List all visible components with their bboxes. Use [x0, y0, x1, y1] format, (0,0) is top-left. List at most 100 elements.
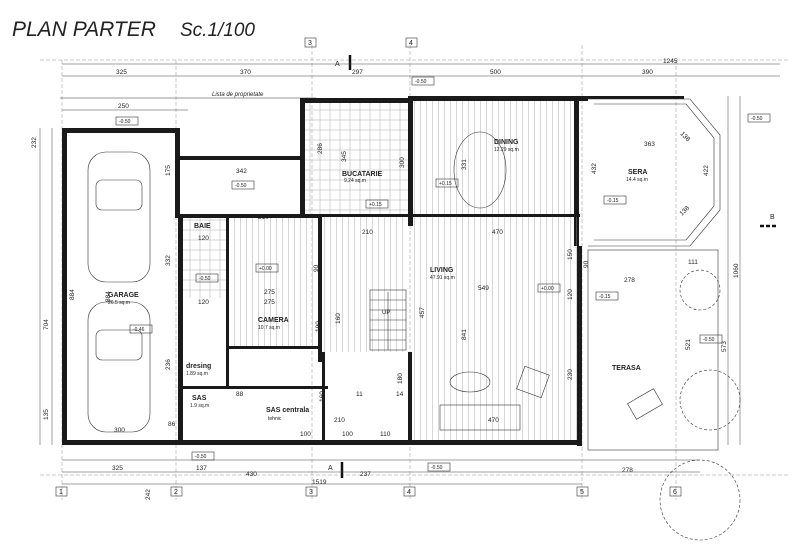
terasa-outline: [587, 249, 719, 451]
svg-text:135: 135: [43, 409, 50, 420]
svg-text:342: 342: [236, 168, 247, 175]
svg-text:120: 120: [567, 289, 574, 300]
svg-text:1245: 1245: [663, 58, 678, 65]
svg-text:6: 6: [673, 489, 677, 496]
svg-text:370: 370: [240, 69, 251, 76]
svg-text:110: 110: [380, 431, 391, 438]
bottom-dimensions: 325 137 430 237 278 1519 242: [62, 459, 700, 500]
svg-text:90: 90: [313, 264, 320, 272]
svg-text:11: 11: [356, 391, 363, 398]
svg-text:26.5 sq.m: 26.5 sq.m: [108, 300, 130, 306]
svg-text:704: 704: [43, 319, 50, 330]
sofa-icon: [439, 404, 521, 431]
car-icon: [87, 301, 151, 433]
svg-text:-0.50: -0.50: [415, 79, 427, 85]
tree-icon: [659, 459, 741, 541]
svg-text:-0.15: -0.15: [607, 198, 619, 204]
svg-text:430: 430: [246, 471, 257, 478]
svg-text:1: 1: [59, 489, 63, 496]
svg-text:325: 325: [116, 69, 127, 76]
svg-text:1.89 sq.m: 1.89 sq.m: [186, 371, 208, 377]
svg-text:4: 4: [409, 40, 413, 47]
svg-text:363: 363: [644, 141, 655, 148]
car-icon: [87, 151, 151, 283]
tree-icon: [679, 269, 721, 311]
svg-text:232: 232: [31, 137, 38, 148]
svg-text:2: 2: [174, 489, 178, 496]
svg-text:884: 884: [105, 291, 112, 302]
armchair-icon: [516, 365, 550, 399]
hall-floor: [324, 217, 408, 352]
svg-text:120: 120: [198, 235, 209, 242]
svg-text:180: 180: [397, 373, 404, 384]
svg-text:297: 297: [352, 69, 363, 76]
sera-bay-outline: [588, 98, 721, 247]
bench-icon: [627, 388, 663, 420]
svg-text:331: 331: [461, 159, 468, 170]
svg-text:175: 175: [165, 165, 172, 176]
svg-text:5: 5: [580, 489, 584, 496]
svg-text:345: 345: [341, 151, 348, 162]
svg-text:tehnic: tehnic: [268, 416, 282, 422]
svg-text:422: 422: [703, 165, 710, 176]
svg-text:286: 286: [317, 143, 324, 154]
svg-text:1060: 1060: [733, 263, 740, 278]
svg-text:573: 573: [721, 341, 728, 352]
room-sas-centrala: SAS centrala: [266, 407, 309, 414]
walls: [62, 96, 684, 446]
svg-text:275: 275: [264, 289, 275, 296]
svg-text:138: 138: [679, 130, 692, 143]
svg-text:100: 100: [342, 431, 353, 438]
svg-text:111: 111: [688, 259, 698, 266]
svg-text:275: 275: [264, 299, 275, 306]
svg-text:137: 137: [196, 465, 207, 472]
svg-text:250: 250: [118, 103, 129, 110]
svg-text:9.24 sq.m: 9.24 sq.m: [344, 178, 366, 184]
section-b: B: [770, 214, 775, 221]
svg-text:-0.50: -0.50: [199, 276, 211, 282]
svg-text:+0.15: +0.15: [439, 181, 452, 187]
room-sas: SAS: [192, 395, 207, 402]
room-baie: BAIE: [194, 223, 211, 230]
svg-text:470: 470: [492, 229, 503, 236]
room-dressing: dresing: [186, 363, 211, 370]
level-markers: -0.50 -0.50 -0.50 -0.50 +0.00 +0.15 +0.1…: [115, 76, 771, 472]
svg-text:300: 300: [114, 427, 125, 434]
svg-text:549: 549: [478, 285, 489, 292]
svg-text:3: 3: [308, 40, 312, 47]
svg-text:120: 120: [198, 299, 209, 306]
svg-text:160: 160: [319, 391, 326, 402]
property-line-label: Lista de proprietate: [212, 92, 264, 98]
svg-text:-0.50: -0.50: [703, 337, 715, 343]
kitchen-floor: [305, 103, 408, 214]
svg-text:390: 390: [642, 69, 653, 76]
bath-floor: [183, 218, 226, 298]
svg-text:88: 88: [236, 391, 244, 398]
svg-text:-0.50: -0.50: [751, 116, 763, 122]
svg-text:190: 190: [315, 321, 322, 332]
room-garage: GARAGE: [108, 292, 139, 299]
left-dimensions: 232 704 135 884: [31, 128, 76, 445]
svg-text:+0.15: +0.15: [369, 202, 382, 208]
svg-text:884: 884: [69, 289, 76, 300]
svg-text:1519: 1519: [312, 479, 327, 486]
svg-text:521: 521: [685, 339, 692, 350]
plan-title: PLAN PARTER: [12, 18, 156, 41]
svg-text:14.4 sq.m: 14.4 sq.m: [626, 177, 648, 183]
svg-text:-0.50: -0.50: [119, 119, 131, 125]
svg-text:160: 160: [335, 313, 342, 324]
svg-text:242: 242: [145, 489, 152, 500]
svg-text:457: 457: [419, 307, 426, 318]
svg-text:100: 100: [300, 431, 311, 438]
svg-text:138: 138: [678, 205, 691, 218]
svg-text:-0.15: -0.15: [599, 294, 611, 300]
svg-text:278: 278: [624, 277, 635, 284]
living-floor: [412, 217, 577, 440]
svg-text:-0.50: -0.50: [235, 183, 247, 189]
top-dimensions: 1245 325 370 297 500 390 250: [62, 58, 780, 111]
section-a-top: A: [335, 61, 340, 68]
svg-text:432: 432: [591, 163, 598, 174]
room-sera: SERA: [628, 169, 647, 176]
interior-dimensions: 342 363 138 138 111 278 210 275 275 210 …: [105, 130, 710, 438]
